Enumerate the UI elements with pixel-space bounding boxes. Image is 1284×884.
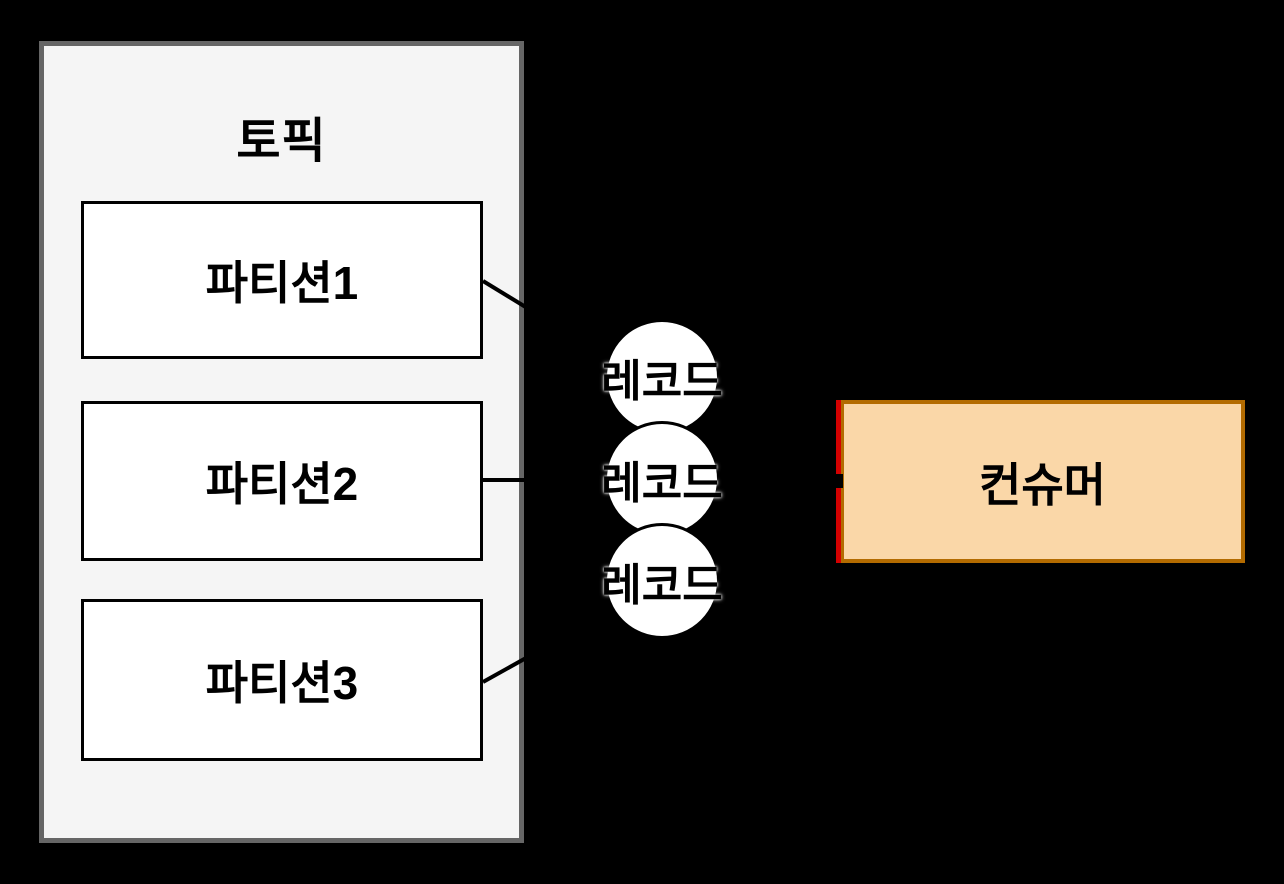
connector-arrow-end	[834, 474, 843, 488]
record-circle-2: 레코드	[601, 421, 723, 537]
topic-title: 토픽	[236, 115, 327, 168]
consumer-box: 컨슈머	[840, 400, 1245, 563]
partition-1-box: 파티션1	[81, 201, 483, 359]
partition-2-box: 파티션2	[81, 401, 483, 561]
record-circle-3: 레코드	[601, 523, 723, 639]
partition-3-box: 파티션3	[81, 599, 483, 761]
record-circle-1: 레코드	[601, 319, 723, 435]
